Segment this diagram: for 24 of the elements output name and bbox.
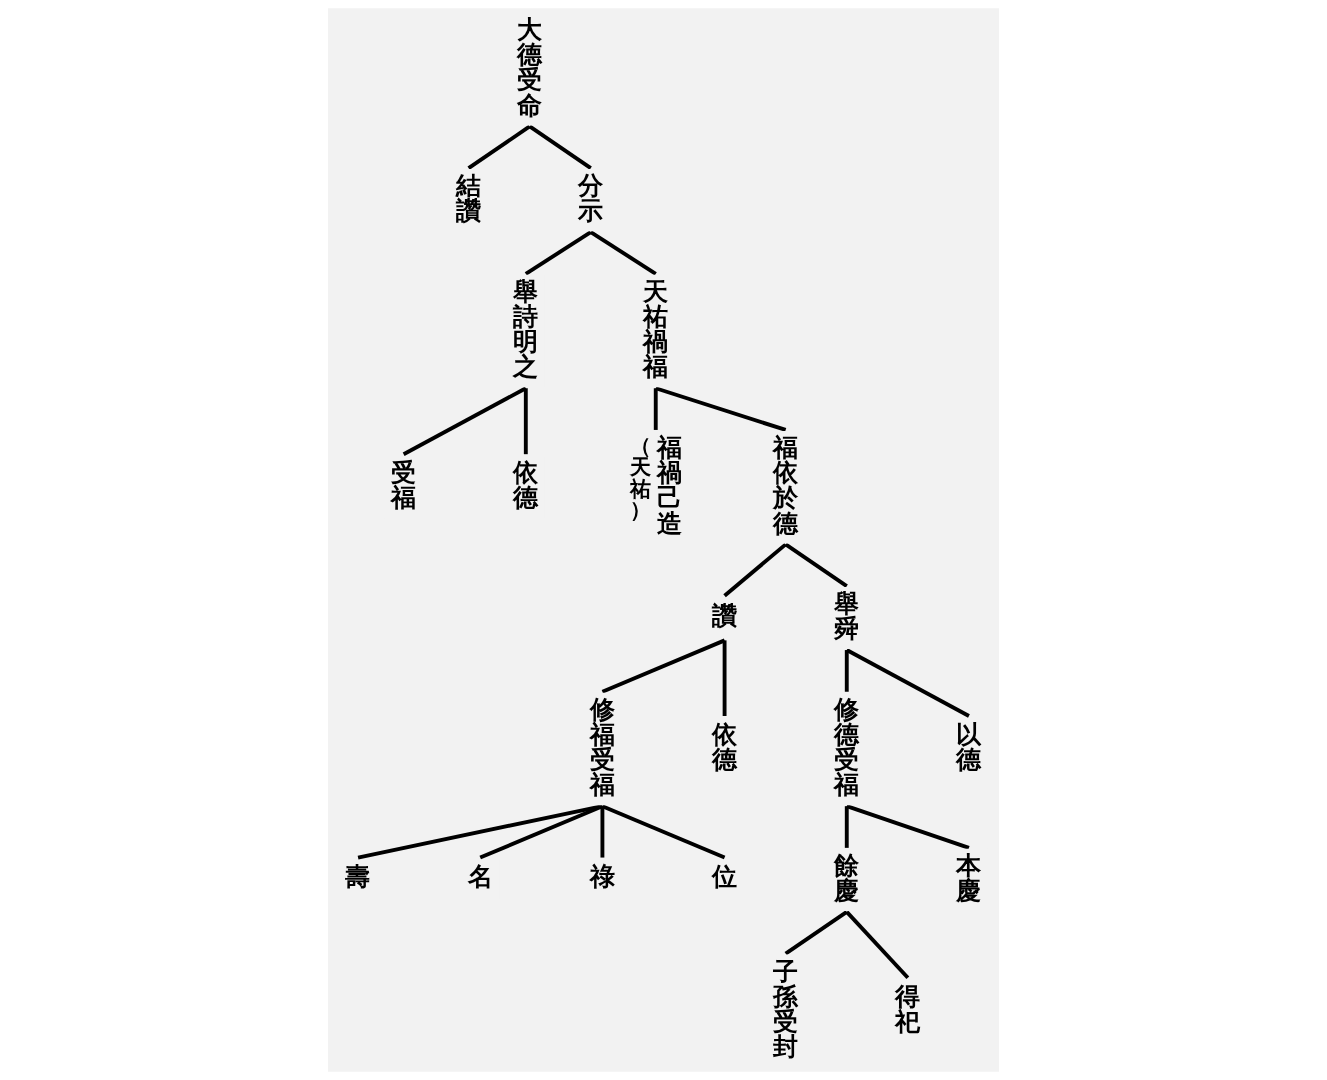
node-text: 壽 [345,861,371,892]
node-text: 餘慶 [834,849,860,906]
node-text: 舉舜 [834,588,860,644]
node-text: 受福 [391,457,417,513]
node-text: 結讚 [455,170,481,226]
node-text: 分示 [578,170,604,226]
node-text: 祿 [589,861,615,892]
node-text: 修德受福 [834,693,860,800]
node-text: 本慶 [956,849,982,906]
node-label: （天祐） [629,432,651,522]
node-text: 福依於德 [773,431,799,538]
node-text: 舉詩明之 [513,275,539,382]
node-text: 位 [711,861,737,892]
node-text: 名 [467,861,493,892]
node-text: 修福受福 [589,693,615,800]
node-text: 子孫受封 [773,955,799,1062]
node-text: 得祀 [895,980,921,1036]
node-text: 讚 [711,599,737,630]
node-text: 天祐禍福 [643,275,669,382]
node-text: 大德受命 [517,14,543,120]
node-text: 依德 [513,457,539,513]
node-text: 以德 [956,718,982,775]
node-text: 福禍己造 [656,431,682,538]
node-text: 依德 [711,718,737,775]
